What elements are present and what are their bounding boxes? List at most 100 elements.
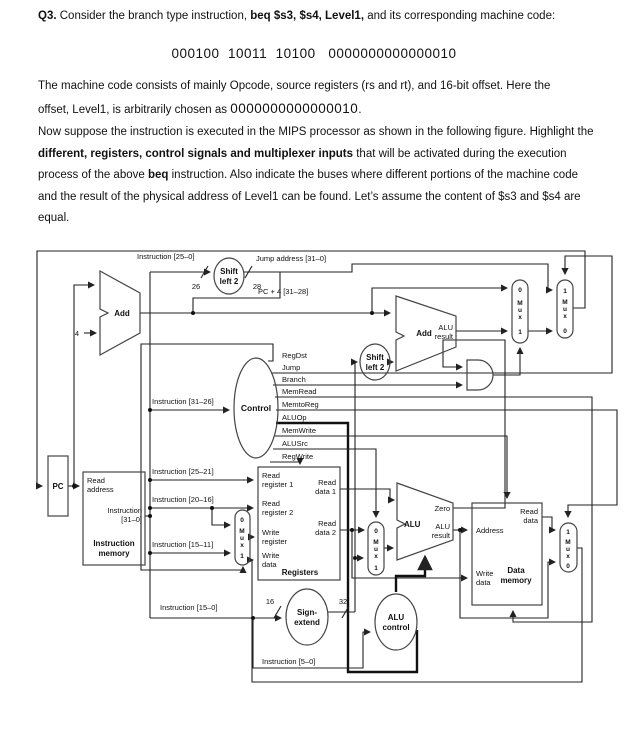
datapath-wires [35, 250, 618, 683]
jump-mux-0: 0 [563, 328, 567, 335]
shift-label-1: Shift [220, 267, 238, 276]
alu-control-label-2: control [382, 623, 409, 632]
regdst-mux-body [234, 509, 251, 566]
alusrc-mux-0: 0 [374, 528, 378, 535]
dmem-writedata-b: data [476, 578, 491, 587]
branch-mux-1: 1 [518, 329, 522, 336]
reg-readdata2-a: Read [318, 519, 336, 528]
regdst-mux-u: u [240, 535, 244, 542]
branch-mux-x: x [518, 314, 522, 321]
branch-mux-body [511, 279, 529, 344]
shift-left-2-jump: Shift left 2 [213, 257, 245, 295]
instr15-0-label: Instruction [15–0] [160, 603, 218, 612]
registers-box [257, 466, 341, 581]
shift2-label-2: left 2 [366, 363, 385, 372]
branch-mux-m: M [517, 300, 522, 307]
intro-text-1: Consider the branch type instruction, [56, 10, 251, 22]
shift-label-2: left 2 [220, 277, 239, 286]
control-oval [233, 357, 279, 459]
control-label: Control [241, 403, 271, 413]
instr15-11-label: Instruction [15–11] [152, 540, 213, 549]
jump-mux: 1 M u x 0 [556, 279, 574, 339]
instruction-field-labels: Instruction [25–21] Instruction [20–16] … [152, 467, 315, 666]
sign-extend-label-1: Sign- [297, 608, 317, 617]
const4-label: 4 [75, 329, 79, 338]
wire-signext-to-shift [350, 358, 359, 612]
memtoreg-label: MemtoReg [282, 400, 319, 409]
alu-control-label-1: ALU [388, 613, 405, 622]
regdst-mux: 0 M u x 1 [234, 509, 251, 566]
junction-dot [210, 506, 214, 510]
branch-add-result: result [435, 332, 454, 341]
wire-instr5-0 [252, 618, 372, 669]
p2-line2-pre: offset, Level1, is arbitrarily chosen as [38, 103, 231, 116]
machine-code-line: 000100 10011 10100 0000000000000010 [171, 46, 457, 61]
memtoreg-mux-body [559, 522, 578, 573]
junction-dot [458, 528, 462, 532]
alu-control-oval [374, 593, 418, 651]
wire-memtoreg-signal [276, 409, 618, 519]
question-intro: Q3. Consider the branch type instruction… [38, 6, 594, 28]
wire-readdata-mem [542, 516, 557, 534]
pc-box [47, 455, 69, 517]
branch-add-shape [395, 295, 457, 372]
regwrite-label: RegWrite [282, 452, 313, 461]
slash-32 [341, 605, 350, 619]
dmem-address: Address [476, 526, 504, 535]
wire-readdata1 [340, 488, 396, 504]
dmem-name-1: Data [507, 566, 525, 575]
jump-address-label: Jump address [31–0] [256, 254, 326, 263]
width-32: 32 [339, 597, 347, 606]
reg-read1a: Read [262, 471, 280, 480]
regdst-mux-1: 1 [240, 553, 244, 560]
instr31-26-label: Instruction [31–26] [152, 397, 214, 406]
reg-read2b: register 2 [262, 508, 293, 517]
junction-dot [251, 616, 255, 620]
control-unit: Control RegDst Jump Branch MemRead Memto… [152, 351, 319, 461]
alusrc-mux: 0 M u x 1 [367, 521, 385, 576]
reg-writedata-b: data [262, 560, 277, 569]
wire-writeback [246, 547, 583, 683]
wire-readdata2-to-dmem [351, 530, 469, 582]
p3-run-3: instruction. Also indicate the buses whe… [38, 169, 581, 224]
width-26: 26 [192, 282, 200, 291]
wire-aluop-signal [276, 421, 419, 674]
jump-mux-u: u [563, 306, 567, 313]
junction-dot [191, 311, 195, 315]
instr25-21-label: Instruction [25–21] [152, 467, 214, 476]
alu-result-b: result [432, 531, 451, 540]
branch-adder: Add ALU result [395, 295, 457, 372]
branch-mux-0: 0 [518, 287, 522, 294]
dmem-readdata-b: data [523, 516, 538, 525]
instr5-0-label: Instruction [5–0] [262, 657, 315, 666]
jump-mux-body [556, 279, 574, 339]
dmem-writedata-a: Write [476, 569, 493, 578]
shift-left-2-oval [213, 257, 245, 295]
shift-left-2-branch: Shift left 2 [359, 343, 391, 381]
pc-adder: Add 4 [75, 269, 141, 357]
wire-memwrite-signal [275, 435, 511, 500]
wire-jump-address [244, 263, 554, 294]
imem-name-2: memory [98, 549, 130, 558]
p3-bold-2: beq [147, 169, 169, 181]
memtoreg-mux-1: 1 [566, 529, 570, 536]
imem-31-0: [31–0] [121, 515, 142, 524]
jump-mux-1: 1 [563, 288, 567, 295]
dmem-name-2: memory [500, 576, 532, 585]
wire-regwrite-signal [270, 457, 304, 466]
paragraph-machine-code: The machine code consists of mainly Opco… [38, 76, 594, 121]
main-alu: Zero ALU ALU result [396, 482, 454, 561]
wire-memread-signal [275, 396, 593, 623]
regdst-mux-x: x [240, 542, 244, 549]
junction-dot [350, 528, 354, 532]
reg-read2a: Read [262, 499, 280, 508]
branch-add-alu: ALU [438, 323, 453, 332]
imem-instruction: Instruction [107, 506, 142, 515]
junction-dot [148, 408, 152, 412]
instr20-16-label: Instruction [20–16] [152, 495, 214, 504]
instruction-memory-box [82, 471, 146, 566]
pc-register: PC [47, 455, 69, 517]
branch-label: Branch [282, 375, 306, 384]
wire-pc-to-add [73, 281, 96, 486]
alu-shape [396, 482, 454, 561]
